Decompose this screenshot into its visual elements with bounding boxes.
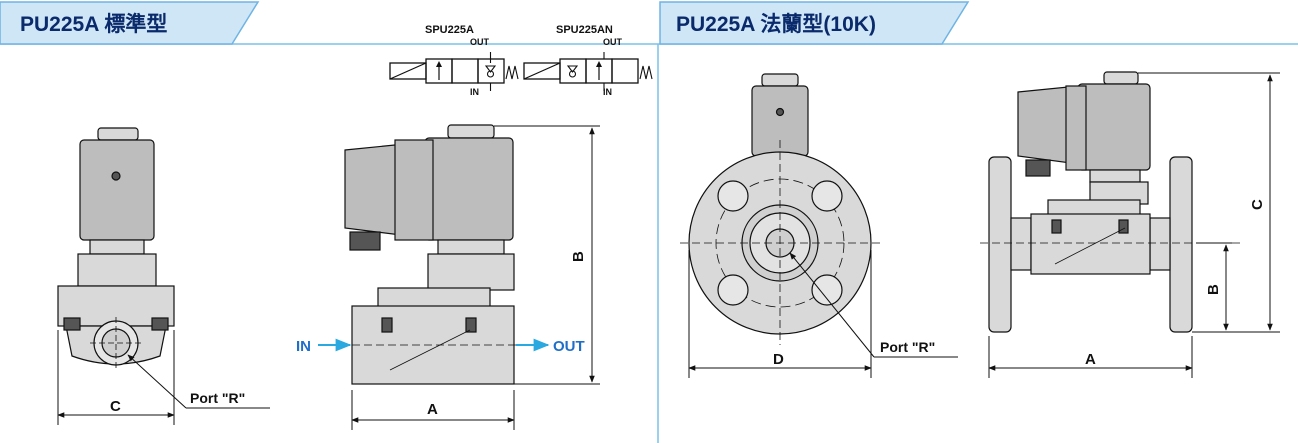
right-panel-frame: PU225A 法蘭型(10K)	[659, 1, 1298, 45]
standard-side-view	[340, 124, 530, 385]
symbol-spu225an: SPU225AN OUT IN	[523, 24, 653, 97]
dim-c-label-flange: C	[1249, 199, 1266, 210]
dim-a-standard	[351, 390, 515, 430]
symbol-b-name: SPU225AN	[556, 24, 613, 36]
port-label-standard: Port "R"	[190, 390, 245, 406]
port-label-flange: Port "R"	[880, 339, 935, 355]
dim-b-label-flange: B	[1205, 284, 1222, 295]
standard-front-view	[57, 127, 175, 369]
symbol-a-in: IN	[470, 87, 479, 97]
dim-b-label-standard: B	[570, 251, 587, 262]
flange-side-view	[980, 71, 1240, 333]
symbol-spu225a: SPU225A OUT IN	[389, 24, 519, 97]
symbol-a-name: SPU225A	[425, 24, 474, 36]
dim-c-flange	[1138, 72, 1280, 333]
dim-a-label-flange: A	[1085, 351, 1096, 368]
dim-d-flange	[688, 250, 872, 378]
flange-front-view	[680, 73, 880, 345]
dim-d-label-flange: D	[773, 351, 784, 368]
dim-a-flange	[988, 336, 1193, 378]
flow-in-label: IN	[296, 338, 311, 355]
dim-c-label-standard: C	[110, 398, 121, 415]
right-panel-title: PU225A 法蘭型(10K)	[676, 12, 876, 36]
port-leader-flange	[789, 252, 958, 358]
symbol-b-in: IN	[603, 87, 612, 97]
port-leader-standard	[127, 354, 270, 409]
left-title-tab	[0, 1, 260, 45]
symbol-b-out: OUT	[603, 37, 623, 47]
dim-c-standard	[57, 330, 175, 425]
dim-a-label-standard: A	[427, 401, 438, 418]
flow-out-label: OUT	[553, 338, 585, 355]
dim-b-standard	[494, 125, 600, 385]
symbol-a-out: OUT	[470, 37, 490, 47]
left-panel-frame: PU225A 標準型	[0, 1, 660, 443]
right-title-tab	[659, 1, 970, 45]
left-panel-title: PU225A 標準型	[20, 12, 167, 36]
